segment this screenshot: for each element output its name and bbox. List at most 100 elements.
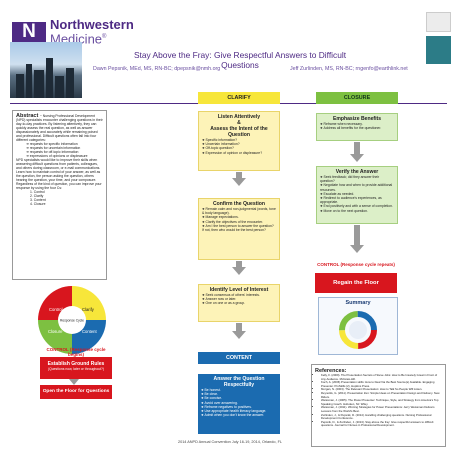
closure-header: CLOSURE <box>316 92 398 104</box>
magnet-badge <box>426 36 451 64</box>
reference-item: Morgan, N. (2003). The Relevant Presenta… <box>321 388 442 392</box>
author-left: Dawn Pepsnik, MEd, MS, RN-BC; dpepsnik@n… <box>93 66 221 72</box>
answer-question-box: Answer the Question Respectfully Be hone… <box>198 374 280 434</box>
arrow-shaft <box>236 172 242 178</box>
abstract-category-list: requests for specific informationrequest… <box>16 142 103 158</box>
four-cs-item: 4. Closure <box>30 202 46 206</box>
listen-item: Specific information? <box>202 138 276 142</box>
identify-item: Answer now or later. <box>202 297 276 301</box>
four-cs-item: 2. Clarify <box>30 194 44 198</box>
answer-item: Be concise. <box>201 396 277 400</box>
arrow-shaft <box>354 142 360 154</box>
reference-item: Weissman, J. (2005). The Power Presenter… <box>321 398 442 406</box>
listen-attentively-box: Listen Attentively & Assess the Intent o… <box>198 111 280 171</box>
listen-title-1: Listen Attentively <box>217 114 261 120</box>
content-header: CONTENT <box>198 352 280 364</box>
footer-conference: 2014 ANPD Annual Convention July 16-19, … <box>177 440 283 444</box>
abstract-category-item: requests for off-topic information <box>26 150 103 154</box>
identify-title: Identify Level of Interest <box>209 287 269 293</box>
four-cs-item: 3. Content <box>30 198 46 202</box>
response-cycle-svg: Control Clarify Closure Content Response… <box>38 286 106 354</box>
city-skyline-photo <box>10 42 82 98</box>
open-floor-box: Open the Floor for Questions <box>40 385 112 399</box>
verify-item: Escalate as needed. <box>320 192 394 196</box>
listen-ampersand: & <box>237 120 241 126</box>
cycle-label-control: Control <box>49 307 63 312</box>
cycle-label-closure: Closure <box>48 329 63 334</box>
verify-items: Seek feedback; did they answer their que… <box>320 175 394 213</box>
identify-items: Seek consensus of others' interests.Answ… <box>202 293 276 306</box>
confirm-question-box: Confirm the Question Remain calm and non… <box>198 198 280 260</box>
establish-ground-rules-subtitle: (Questions now, later or throughout?) <box>48 367 104 371</box>
answer-item: Reframe negatives to positives. <box>201 405 277 409</box>
answer-item: Use appropriate health literacy language… <box>201 409 277 413</box>
establish-ground-rules-box: Establish Ground Rules (Questions now, l… <box>40 357 112 379</box>
summary-center <box>349 321 367 339</box>
down-arrow-icon <box>350 154 364 162</box>
listen-item: Off-topic question? <box>202 146 276 150</box>
answer-item: Be honest. <box>201 388 277 392</box>
down-arrow-icon <box>232 178 246 186</box>
reference-item: Zurlinden, J., & Pepsnik, D. (2014). Han… <box>321 413 442 421</box>
confirm-item: Am I the best person to answer the quest… <box>202 224 276 232</box>
arrow-shaft <box>236 261 242 267</box>
answer-item: Avoid over answering. <box>201 401 277 405</box>
confirm-item: Remain calm and non-judgmental (words, t… <box>202 207 276 215</box>
reference-item: Kelly, F. (2009). The Presentation Secre… <box>321 373 442 381</box>
summary-ring-yellow <box>339 311 377 349</box>
abstract-category-item: requests for specific information <box>26 142 103 146</box>
four-cs-item: 1. Control <box>30 190 45 194</box>
confirm-item: Manage expectations. <box>202 215 276 219</box>
cycle-center-label: Response Cycle <box>60 319 84 323</box>
answer-item: Be clear. <box>201 392 277 396</box>
listen-title-2: Assess the Intent of the Question <box>210 126 268 138</box>
identify-item: One on one or as a group. <box>202 301 276 305</box>
down-arrow-icon <box>232 267 246 275</box>
reference-item: Weissman, J. (2011). Winning Strategies … <box>321 405 442 413</box>
listen-item: Expression of opinion or displeasure? <box>202 151 276 155</box>
regain-floor-box: Regain the Floor <box>315 273 397 293</box>
summary-ring-green <box>339 311 377 349</box>
affiliation-logo <box>426 12 451 32</box>
summary-cycle-svg <box>339 311 377 349</box>
verify-title: Verify the Answer <box>335 169 379 175</box>
answer-item: Admit when you don't know the answer. <box>201 413 277 417</box>
answer-items: Be honest.Be clear.Be concise.Avoid over… <box>201 388 277 417</box>
logo-text: Northwestern Medicine® <box>50 18 134 45</box>
cycle-center <box>58 306 86 334</box>
down-arrow-icon <box>69 379 79 385</box>
confirm-title: Confirm the Question <box>212 201 266 207</box>
listen-items: Specific information?Uncertain informati… <box>202 138 276 155</box>
verify-answer-box: Verify the Answer Seek feedback; did the… <box>316 166 398 224</box>
poster-title: Stay Above the Fray: Give Respectful Ans… <box>133 50 347 70</box>
verify-item: End positively and with a sense of compl… <box>320 204 394 208</box>
abstract-intro-paragraph: Abstract ~ Nursing Professional Developm… <box>16 113 103 142</box>
confirm-item: Clarify the objectives of the encounter. <box>202 220 276 224</box>
verify-item: Move on to the next question. <box>320 209 394 213</box>
abstract-category-item: expressions of opinions or displeasure <box>26 154 103 158</box>
references-list: Kelly, F. (2009). The Presentation Secre… <box>315 373 442 428</box>
emphasize-item: Address all benefits for the questioner. <box>320 126 394 130</box>
references-box: References: Kelly, F. (2009). The Presen… <box>311 364 446 447</box>
emphasize-items: Reframe when necessary.Address all benef… <box>320 122 394 130</box>
reference-item: Pepsnik, D., & Zurlinden, J. (2013). Sta… <box>321 420 442 428</box>
summary-title: Summary <box>345 300 371 306</box>
abstract-heading: Abstract <box>16 113 40 119</box>
control-repeats-label: CONTROL (Response cycle repeats) <box>317 262 395 267</box>
clarify-header: CLARIFY <box>198 92 280 104</box>
summary-box: Summary <box>318 297 398 355</box>
abstract-body: NPD specialists would like to improve th… <box>16 158 102 190</box>
identify-item: Seek consensus of others' interests. <box>202 293 276 297</box>
emphasize-title: Emphasize Benefits <box>332 116 382 122</box>
verify-item: Negotiate how and when to provide additi… <box>320 183 394 191</box>
emphasize-benefits-box: Emphasize Benefits Reframe when necessar… <box>316 113 398 141</box>
reference-item: Reynolds, G. (2011). Presentation Zen: S… <box>321 391 442 399</box>
logo-registered-mark: ® <box>102 34 107 40</box>
summary-ring-blue <box>339 311 377 349</box>
down-arrow-icon <box>232 331 246 339</box>
abstract-intro: ~ Nursing Professional Development (NPD)… <box>16 114 103 142</box>
abstract-category-item: requests for uncertain information <box>26 146 103 150</box>
references-title: References: <box>315 368 347 374</box>
establish-ground-rules-title: Establish Ground Rules <box>47 361 105 367</box>
reference-item: Koch, A. (2006) Presentation skills: How… <box>321 380 442 388</box>
